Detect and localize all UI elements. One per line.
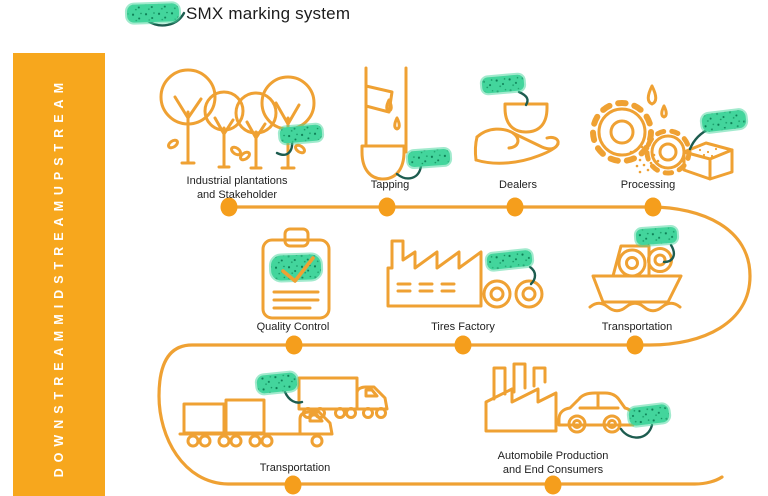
station-label-tapping: Tapping [370, 179, 410, 191]
tag-connector-curve [283, 390, 304, 404]
flow-node-dot [378, 197, 396, 217]
flow-node-dot [284, 475, 302, 495]
hand-with-cup-icon [473, 102, 560, 165]
smx-tag-blob [479, 72, 527, 96]
station-label-automobile: Automobile Production and End Consumers [497, 450, 609, 477]
station-label-dealers: Dealers [499, 179, 537, 191]
flow-node-dot [626, 335, 644, 355]
flow-node-dot [506, 197, 524, 217]
station-label-quality-control: Quality Control [256, 321, 330, 333]
smx-tag-blob [626, 402, 672, 428]
sidebar-label-midstream: MIDSTREAM [52, 195, 66, 325]
flow-node-dot [644, 197, 662, 217]
sidebar-label-upstream: UPSTREAM [52, 77, 66, 196]
station-label-plantations: Industrial plantations and Stakeholder [186, 175, 288, 202]
station-label-tires-factory: Tires Factory [431, 321, 495, 333]
check-mark [281, 256, 315, 283]
flow-node-dot [220, 197, 238, 217]
tag-connector-curve [662, 243, 675, 264]
stream-sidebar: UPSTREAM MIDSTREAM DOWNSTREAM [13, 53, 105, 496]
tag-connector-curve [395, 164, 423, 180]
clipboard-check-icon [261, 227, 331, 320]
factory-car-icon [484, 362, 635, 434]
sidebar-label-downstream: DOWNSTREAM [52, 324, 66, 478]
trees-icon [159, 68, 316, 170]
trucks-icon [178, 376, 389, 448]
smx-tag-blob [254, 370, 300, 396]
tap-and-cup-icon [360, 66, 408, 181]
cargo-boat-icon [588, 244, 683, 313]
smx-tag-blob [484, 248, 535, 272]
factory-tires-icon [386, 239, 544, 309]
flow-node-dots [220, 197, 662, 495]
station-label-processing: Processing [620, 179, 676, 191]
smx-tag-blob [405, 146, 453, 170]
flow-node-dot [454, 335, 472, 355]
flow-node-dot [544, 475, 562, 495]
gears-and-box-icon [590, 84, 734, 181]
flow-node-dot [285, 335, 303, 355]
tag-connector-curve [528, 265, 537, 286]
smx-tag-blob [277, 122, 325, 146]
smx-tag-blob [124, 1, 182, 25]
tag-connector-curve [619, 423, 654, 439]
smx-tag-blob [633, 224, 680, 247]
station-label-transportation-land: Transportation [259, 462, 331, 474]
flow-path [157, 205, 752, 486]
smx-tag-blob [699, 108, 749, 134]
tag-connector-curve [517, 90, 529, 107]
page-title: SMX marking system [186, 4, 351, 23]
station-label-transportation-sea: Transportation [601, 321, 673, 333]
